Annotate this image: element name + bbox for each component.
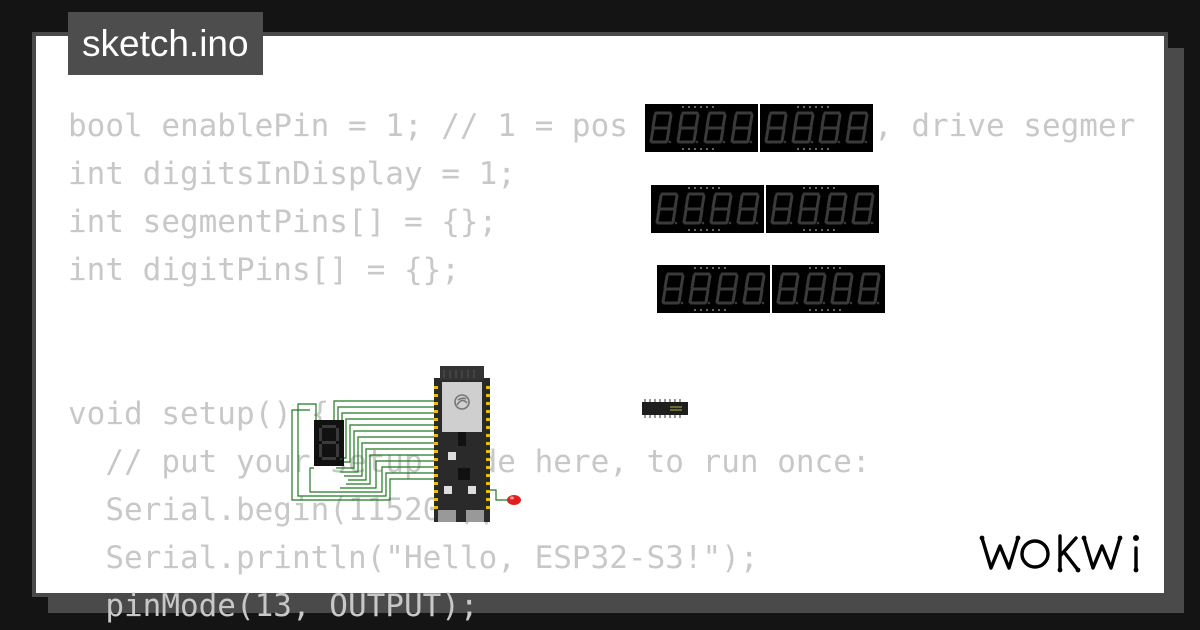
code-line: int segmentPins[] = {}; (68, 204, 498, 240)
shift-register-chip[interactable] (640, 398, 690, 420)
wifi-logo-icon (454, 394, 470, 410)
usb-port-right (466, 510, 484, 522)
code-line: Serial.println("Hello, ESP32-S3!"); (68, 540, 759, 576)
code-line: // put your setup code here, to run once… (105, 444, 871, 480)
digit (709, 192, 733, 225)
digit (703, 111, 727, 144)
digit (688, 272, 712, 305)
digit (661, 272, 685, 305)
code-line-tail: , drive segmer (874, 108, 1136, 144)
red-led[interactable] (507, 495, 521, 505)
digit (655, 192, 679, 225)
digit (824, 192, 848, 225)
digit (830, 272, 854, 305)
digit (851, 192, 875, 225)
digit (736, 192, 760, 225)
code-editor[interactable]: bool enablePin = 1; // 1 = pos int digits… (68, 102, 871, 630)
digit (764, 111, 788, 144)
digit (845, 111, 869, 144)
seven-segment-display-row-3[interactable] (657, 265, 885, 315)
code-line: Serial.begin(115200); (68, 492, 498, 528)
code-line: pinMode(13, OUTPUT); (68, 588, 479, 624)
digit (791, 111, 815, 144)
digit (857, 272, 881, 305)
digit (770, 192, 794, 225)
boot-button[interactable] (444, 486, 452, 494)
digit (818, 111, 842, 144)
digit (715, 272, 739, 305)
digit (803, 272, 827, 305)
chip-body (642, 402, 688, 415)
digit (797, 192, 821, 225)
code-line: int digitPins[] = {}; (68, 252, 460, 288)
digit (730, 111, 754, 144)
digit (649, 111, 673, 144)
code-line: void setup() { (68, 396, 330, 432)
code-line: int digitsInDisplay = 1; (68, 156, 516, 192)
usb-port-left (438, 510, 456, 522)
digit (676, 111, 700, 144)
digit (776, 272, 800, 305)
digit (742, 272, 766, 305)
reset-button[interactable] (468, 486, 476, 494)
seven-segment-display-row-2[interactable] (651, 185, 879, 235)
circuit-diagram (291, 366, 521, 522)
file-tab[interactable]: sketch.ino (68, 12, 263, 75)
rf-shield (442, 382, 482, 432)
wokwi-logo-icon (979, 534, 1139, 573)
esp32-s3-board[interactable] (434, 366, 490, 522)
editor-card: bool enablePin = 1; // 1 = pos int digits… (32, 32, 1168, 624)
code-line: bool enablePin = 1; // 1 = pos (68, 108, 628, 144)
single-digit-display[interactable] (314, 420, 344, 466)
seven-segment-display-row-1[interactable] (645, 104, 873, 154)
digit (682, 192, 706, 225)
